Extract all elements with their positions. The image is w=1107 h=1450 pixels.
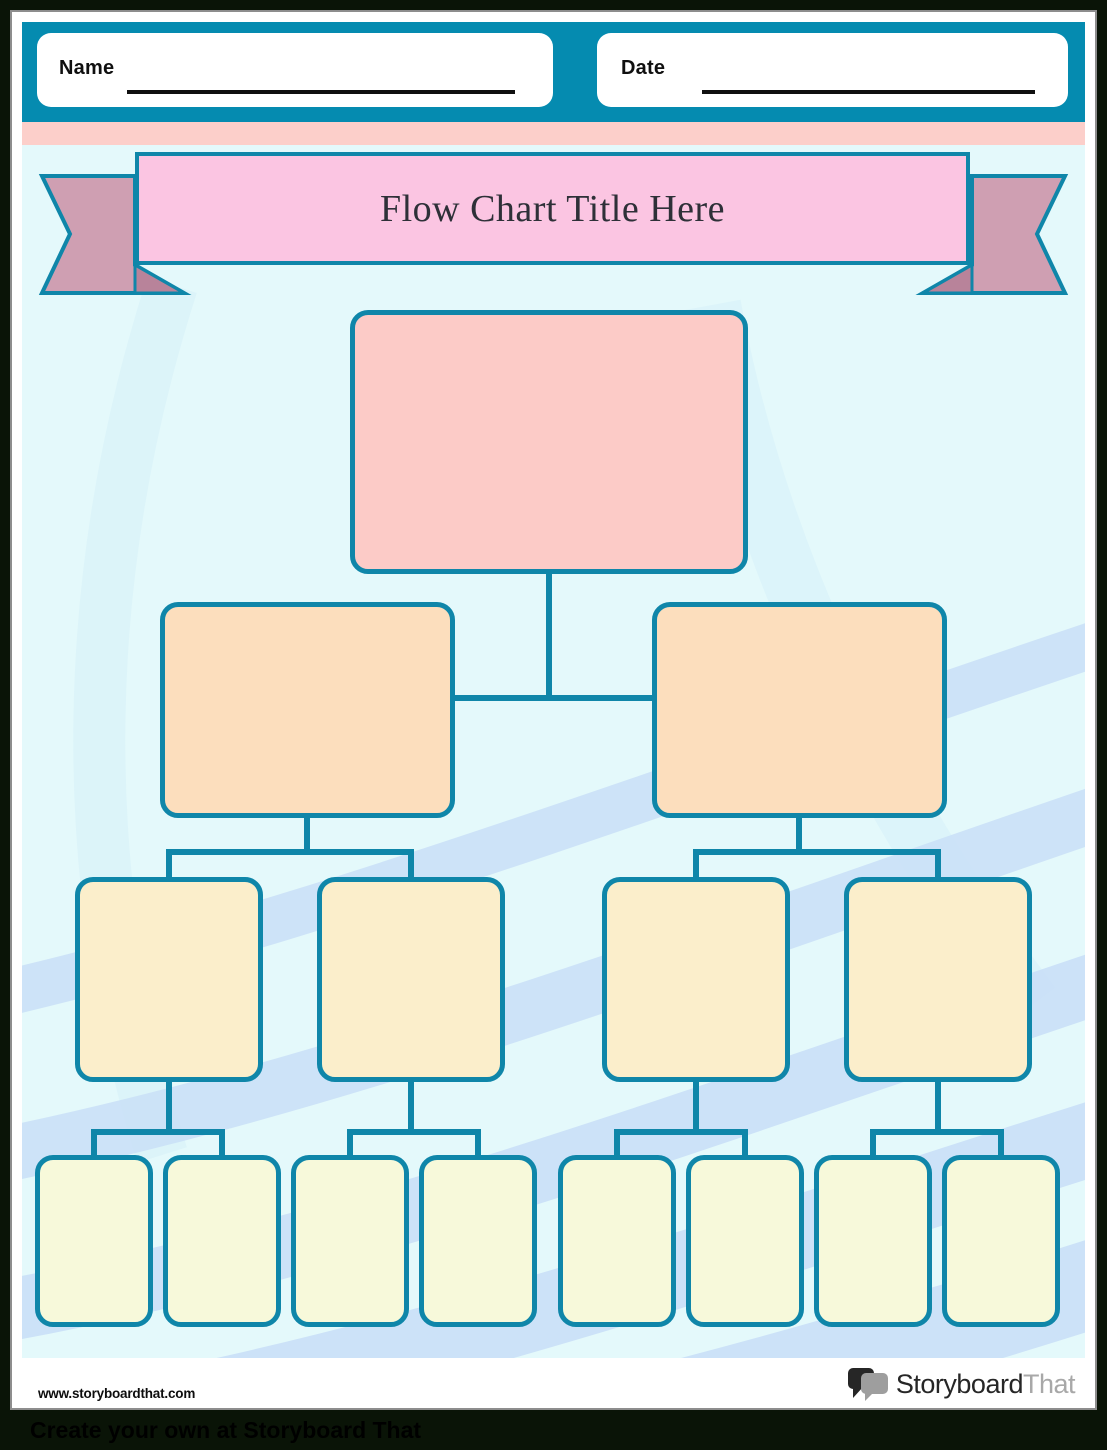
flow-node-level1[interactable] bbox=[350, 310, 748, 574]
flow-node-level2-2[interactable] bbox=[652, 602, 947, 818]
title-ribbon: Flow Chart Title Here bbox=[22, 145, 1085, 310]
worksheet-page: Name Date bbox=[10, 10, 1097, 1410]
flow-node-level4-1[interactable] bbox=[35, 1155, 153, 1327]
name-write-line[interactable] bbox=[127, 90, 515, 94]
flow-node-level4-3[interactable] bbox=[291, 1155, 409, 1327]
page-footer: www.storyboardthat.com StoryboardThat bbox=[22, 1358, 1085, 1408]
pink-divider-strip bbox=[22, 122, 1085, 145]
flow-node-level4-7[interactable] bbox=[814, 1155, 932, 1327]
name-label: Name bbox=[59, 57, 115, 79]
flow-node-level3-4[interactable] bbox=[844, 877, 1032, 1082]
flow-node-level3-2[interactable] bbox=[317, 877, 505, 1082]
flow-chart-area: Flow Chart Title Here bbox=[22, 145, 1085, 1358]
flow-node-level3-3[interactable] bbox=[602, 877, 790, 1082]
page-inner: Name Date bbox=[22, 22, 1085, 1408]
website-url: www.storyboardthat.com bbox=[38, 1386, 196, 1401]
date-write-line[interactable] bbox=[702, 90, 1035, 94]
flow-node-level3-1[interactable] bbox=[75, 877, 263, 1082]
flow-connectors bbox=[91, 574, 1004, 1157]
header-bar: Name Date bbox=[22, 22, 1085, 122]
flow-node-level4-6[interactable] bbox=[686, 1155, 804, 1327]
logo-text: StoryboardThat bbox=[895, 1368, 1076, 1400]
bottom-attribution-bar: Create your own at Storyboard That bbox=[0, 1410, 1107, 1450]
logo-text-primary: Storyboard bbox=[895, 1368, 1024, 1399]
storyboardthat-logo: StoryboardThat bbox=[847, 1365, 1076, 1403]
flow-node-level4-8[interactable] bbox=[942, 1155, 1060, 1327]
flow-node-level4-2[interactable] bbox=[163, 1155, 281, 1327]
logo-text-secondary: That bbox=[1022, 1368, 1076, 1399]
ribbon-tails bbox=[38, 174, 1069, 295]
flow-node-level2-1[interactable] bbox=[160, 602, 455, 818]
ribbon-left-fold bbox=[133, 262, 190, 295]
flow-chart-title[interactable]: Flow Chart Title Here bbox=[379, 187, 726, 230]
name-field-box: Name bbox=[37, 33, 553, 107]
title-banner: Flow Chart Title Here bbox=[135, 152, 970, 265]
date-field-box: Date bbox=[597, 33, 1068, 107]
speech-bubbles-icon bbox=[847, 1368, 888, 1401]
attribution-text: Create your own at Storyboard That bbox=[30, 1416, 422, 1443]
flow-node-level4-4[interactable] bbox=[419, 1155, 537, 1327]
ribbon-right-fold bbox=[917, 262, 974, 295]
date-label: Date bbox=[621, 57, 666, 79]
flow-node-level4-5[interactable] bbox=[558, 1155, 676, 1327]
